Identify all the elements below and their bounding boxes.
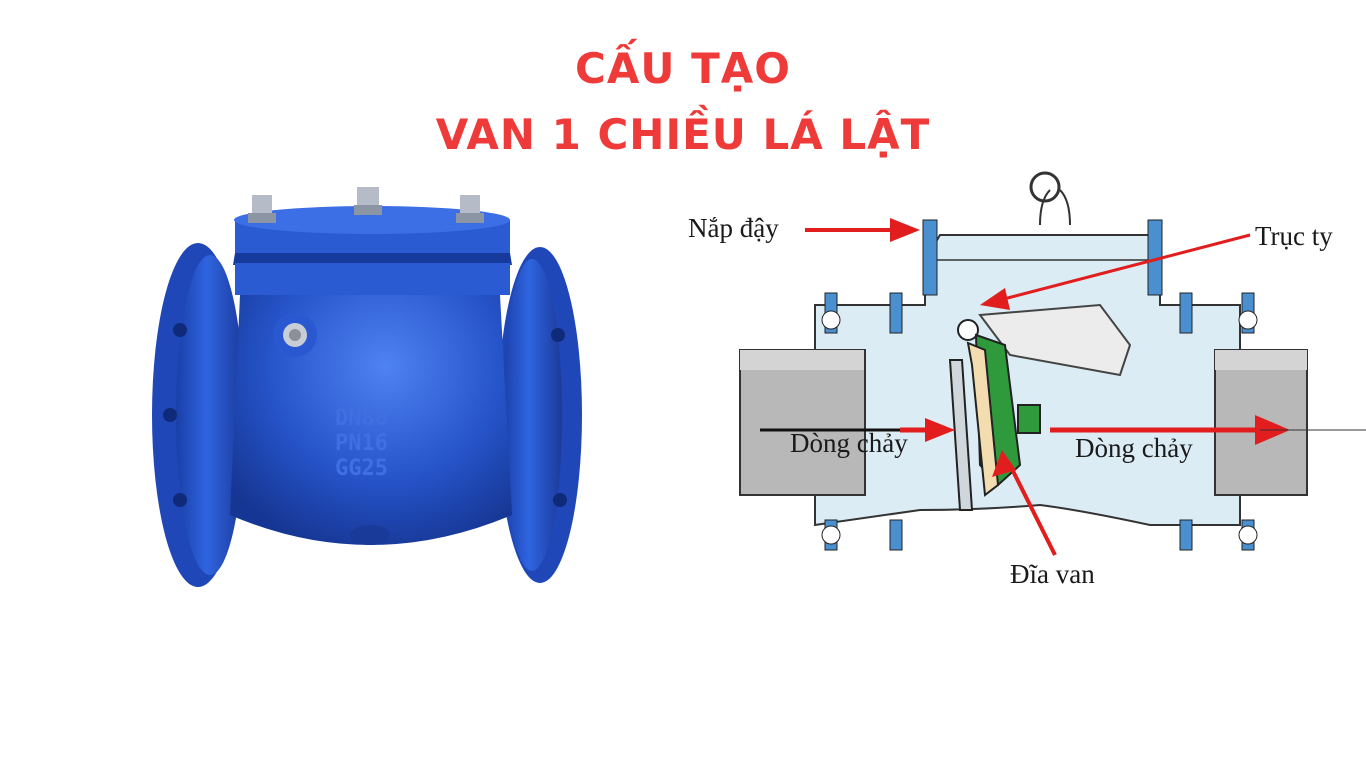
valve-housing <box>814 171 1241 527</box>
page-title-line-1: CẤU TẠO <box>575 44 791 93</box>
valve-photo: DN80 PN16 GG25 <box>152 187 582 587</box>
marking-pn: PN16 <box>335 431 388 456</box>
flow-arrows <box>760 415 1366 445</box>
swing-disc <box>948 319 1041 511</box>
label-disc: Đĩa van <box>1010 559 1095 589</box>
marking-dn: DN80 <box>335 406 388 431</box>
marking-gg: GG25 <box>335 456 388 481</box>
label-flow-out: Dòng chảy <box>1075 433 1193 463</box>
left-flange <box>152 243 244 587</box>
cross-section-diagram: Nắp đậy Trục ty Dòng chảy Dòng chảy Đĩa … <box>688 171 1366 589</box>
valve-body <box>230 270 512 545</box>
label-flow-in: Dòng chảy <box>790 428 908 458</box>
bonnet <box>233 206 512 295</box>
bonnet-bolts <box>248 187 484 223</box>
callout-arrows <box>805 218 1251 556</box>
body-markings: DN80 PN16 GG25 <box>335 406 388 481</box>
page-title-line-2: VAN 1 CHIỀU LÁ LẬT <box>435 110 931 159</box>
label-cover: Nắp đậy <box>688 213 779 243</box>
right-flange <box>498 247 582 583</box>
housing-bolts <box>821 219 1258 551</box>
inlet-pipe <box>739 349 866 496</box>
label-shaft: Trục ty <box>1255 221 1333 251</box>
